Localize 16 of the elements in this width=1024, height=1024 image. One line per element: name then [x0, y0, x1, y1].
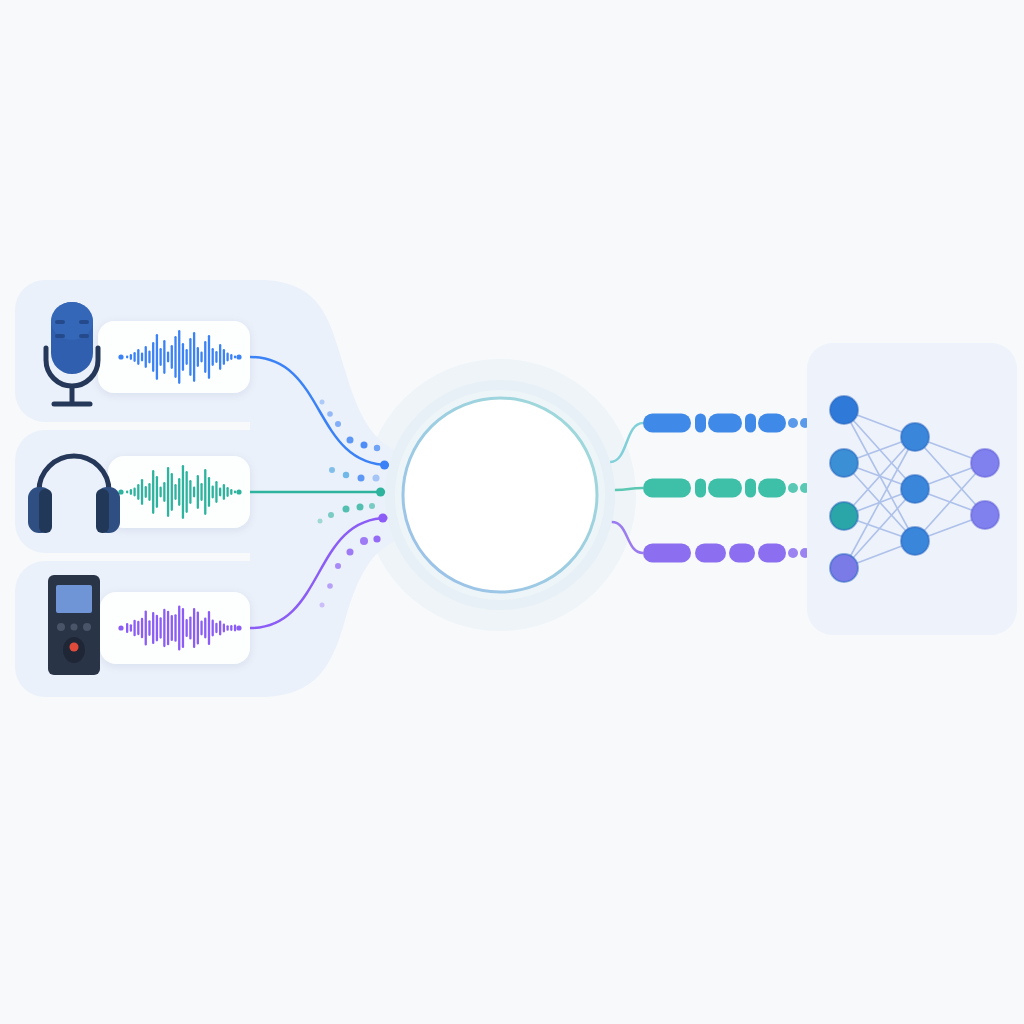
source-panel [15, 561, 250, 697]
source-panel [15, 430, 250, 553]
waveform-card [100, 592, 250, 664]
waveform-card [108, 456, 250, 528]
connector [249, 514, 388, 630]
connector [611, 520, 644, 555]
token-sequence [643, 413, 810, 433]
connector [609, 421, 644, 464]
network-panel [807, 343, 1017, 635]
connector [250, 487, 386, 497]
token-sequence [643, 543, 810, 563]
waveform-card [98, 321, 250, 393]
token-sequence [643, 478, 810, 498]
connector [249, 355, 390, 469]
connector [614, 486, 643, 492]
source-panel [15, 280, 250, 422]
